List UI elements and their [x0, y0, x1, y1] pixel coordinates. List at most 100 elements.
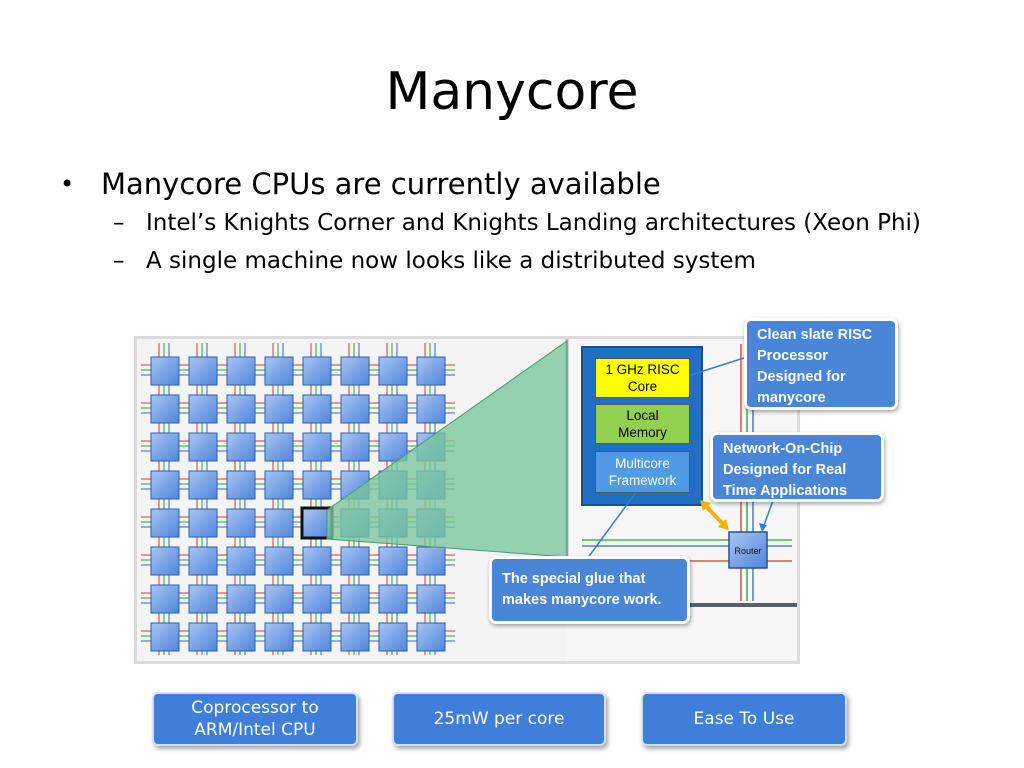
core-tile-icon — [378, 546, 408, 576]
core-tile-icon — [378, 584, 408, 614]
dash-icon: – — [113, 210, 125, 236]
core-tile-icon — [226, 622, 256, 652]
core-tile-icon — [302, 394, 332, 424]
button-line: Coprocessor to — [191, 697, 319, 718]
core-tile-icon — [416, 546, 446, 576]
arrow-head-icon — [700, 500, 711, 511]
core-tile-icon — [416, 584, 446, 614]
manycore-grid-svg: Router — [141, 339, 797, 661]
core-tile-icon — [378, 432, 408, 462]
core-tile-icon — [378, 622, 408, 652]
core-tile-icon — [264, 356, 294, 386]
core-tile-icon — [188, 356, 218, 386]
callout-line: Designed for — [757, 369, 846, 385]
core-tile-icon — [226, 470, 256, 500]
core-tile-icon — [416, 622, 446, 652]
callout-line: The special glue that — [502, 571, 646, 587]
callout-line: Network-On-Chip — [723, 441, 843, 457]
bullet-item: • Manycore CPUs are currently available — [60, 164, 1020, 204]
router-label: Router — [734, 546, 761, 556]
framework-line2: Framework — [608, 473, 677, 488]
bullet-dot-icon: • — [60, 170, 75, 198]
core-tile-icon — [150, 622, 180, 652]
core-tile-icon — [264, 470, 294, 500]
core-tile-icon — [264, 622, 294, 652]
sub-bullet-item: – Intel’s Knights Corner and Knights Lan… — [60, 204, 1020, 242]
link-arrow — [703, 503, 726, 527]
sub-bullet-text: Intel’s Knights Corner and Knights Landi… — [146, 210, 921, 236]
callout-line: manycore — [757, 390, 826, 406]
core-tile-icon — [340, 432, 370, 462]
core-tile-icon — [150, 546, 180, 576]
sub-bullet-text: A single machine now looks like a distri… — [146, 248, 756, 274]
core-tile-icon — [264, 546, 294, 576]
core-tile-icon — [264, 394, 294, 424]
memory-line1: Local — [626, 408, 659, 423]
core-tile-icon — [378, 356, 408, 386]
core-tile-icon — [226, 546, 256, 576]
callout-line: Designed for Real — [723, 462, 847, 478]
core-tile-icon — [340, 356, 370, 386]
pointer-head-icon — [759, 523, 767, 532]
core-tile-icon — [188, 394, 218, 424]
core-tile-icon — [340, 546, 370, 576]
core-tile-icon — [340, 622, 370, 652]
button-line: ARM/Intel CPU — [194, 720, 316, 740]
core-tile-icon — [302, 356, 332, 386]
core-tile-icon — [150, 508, 180, 538]
risc-core-box: 1 GHz RISC Core — [595, 358, 690, 398]
core-tile-icon — [226, 394, 256, 424]
core-tile-icon — [340, 584, 370, 614]
power-per-core-button[interactable]: 25mW per core — [392, 692, 606, 746]
core-tile-icon — [226, 584, 256, 614]
core-tile-icon — [226, 432, 256, 462]
button-label: 25mW per core — [433, 708, 565, 729]
slide-title: Manycore — [385, 62, 639, 122]
core-tile-icon — [188, 584, 218, 614]
callout-line: Clean slate RISC — [757, 327, 873, 343]
core-tile-icon — [302, 622, 332, 652]
pointer-arrow — [586, 483, 643, 560]
core-tile-icon — [150, 470, 180, 500]
core-tile-icon — [188, 432, 218, 462]
risc-callout: Clean slate RISC Processor Designed for … — [744, 318, 898, 410]
core-tile-icon — [188, 546, 218, 576]
core-tile-icon — [226, 356, 256, 386]
core-line2: Core — [627, 379, 658, 394]
core-tile-icon — [302, 470, 332, 500]
ease-to-use-button[interactable]: Ease To Use — [641, 692, 847, 746]
core-tile-icon — [340, 394, 370, 424]
core-tile-icon — [264, 584, 294, 614]
bullet-list: • Manycore CPUs are currently available … — [60, 164, 1020, 280]
core-tile-icon — [416, 394, 446, 424]
core-tile-icon — [188, 470, 218, 500]
core-tile-icon — [188, 508, 218, 538]
arrow-head-icon — [718, 519, 729, 530]
network-on-chip-callout: Network-On-Chip Designed for Real Time A… — [710, 432, 884, 502]
core-tile-icon — [302, 546, 332, 576]
callout-line: Time Applications — [723, 483, 848, 499]
core-tile-icon — [378, 394, 408, 424]
core-tile-icon — [150, 584, 180, 614]
framework-line1: Multicore — [615, 456, 670, 471]
core-tile-icon — [302, 584, 332, 614]
core-tile-icon — [150, 432, 180, 462]
glue-callout: The special glue that makes manycore wor… — [489, 556, 690, 624]
router-icon — [728, 531, 768, 569]
core-tile-icon — [302, 432, 332, 462]
core-line1: 1 GHz RISC — [605, 362, 680, 377]
dash-icon: – — [113, 248, 125, 274]
memory-line2: Memory — [618, 425, 667, 440]
callout-line: Processor — [757, 348, 828, 364]
core-tile-icon — [416, 356, 446, 386]
callout-line: makes manycore work. — [502, 592, 662, 608]
sub-bullet-item: – A single machine now looks like a dist… — [60, 242, 1020, 280]
button-label: Ease To Use — [693, 708, 795, 729]
core-tile-icon — [264, 508, 294, 538]
bullet-text: Manycore CPUs are currently available — [101, 167, 661, 201]
core-tile-icon — [226, 508, 256, 538]
